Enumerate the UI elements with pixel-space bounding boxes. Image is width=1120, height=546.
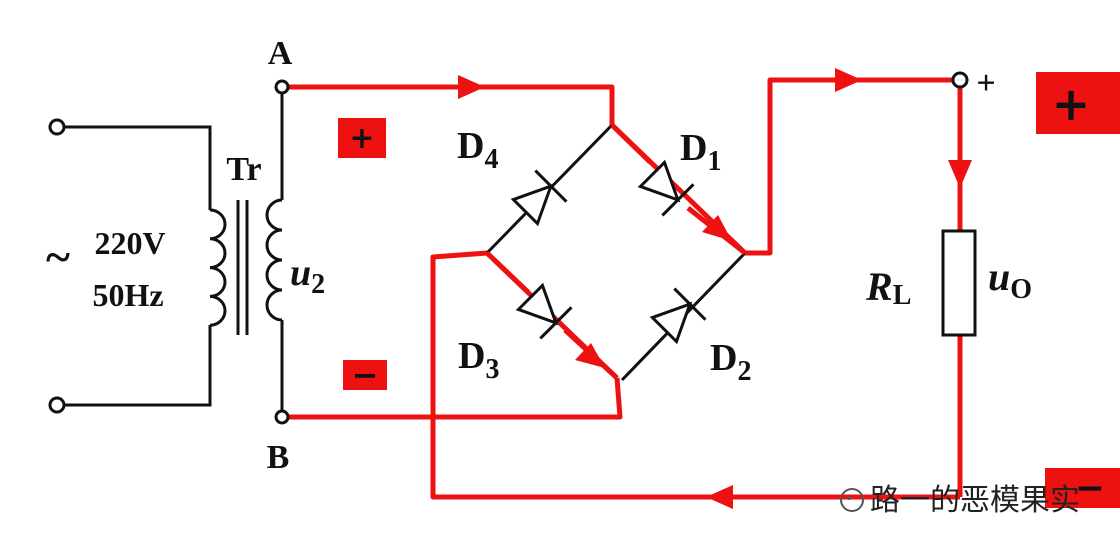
- watermark-icon-dot: [847, 496, 851, 500]
- output-voltage-main: u: [988, 254, 1010, 299]
- primary-coil: [209, 208, 227, 327]
- diode-d4: [510, 169, 568, 227]
- d3-sub: 3: [485, 354, 499, 385]
- node-a-dot: [274, 79, 290, 95]
- path-to-b: [282, 377, 623, 420]
- d4-sub: 4: [484, 144, 498, 175]
- watermark-text: 路一的恶模果实: [870, 483, 1080, 518]
- d4-main: D: [457, 125, 484, 167]
- right-minus-sign: −: [1075, 468, 1105, 509]
- diode-d1: [637, 159, 695, 217]
- d3-main: D: [458, 335, 485, 377]
- d3-label: D3: [458, 335, 499, 385]
- right-plus-sign: +: [1052, 77, 1091, 131]
- input-circuit: [48, 118, 227, 414]
- current-path-overlay: [485, 123, 747, 380]
- arrow-load-down: [948, 160, 972, 188]
- load-label: RL: [865, 264, 911, 311]
- node-b-dot: [274, 409, 290, 425]
- arrow-top-wire: [458, 75, 485, 99]
- arrow-return: [706, 485, 733, 509]
- primary-wire-bottom: [64, 325, 212, 407]
- secondary-voltage-main: u: [290, 252, 311, 294]
- path-to-load: [745, 77, 960, 256]
- d2-sub: 2: [737, 356, 751, 387]
- transformer-label: Tr: [226, 151, 261, 188]
- output-terminal: [951, 71, 969, 89]
- input-voltage-label: 220V: [94, 225, 165, 261]
- input-terminal-top: [48, 118, 66, 136]
- plus-sign: +: [349, 121, 374, 156]
- input-tilde: ~: [46, 231, 70, 282]
- output-voltage-label: uO: [988, 254, 1032, 305]
- secondary-voltage-label: u2: [290, 252, 325, 300]
- load-resistor: [941, 229, 977, 337]
- d1-label: D1: [680, 127, 721, 177]
- transformer-core: [236, 200, 249, 335]
- right-plus-sign-box: [1036, 72, 1120, 134]
- node-a-label: A: [268, 35, 293, 72]
- diode-d2: [649, 287, 707, 345]
- load-main: R: [865, 264, 893, 309]
- secondary-circuit: [265, 87, 284, 417]
- secondary-coil: [265, 198, 283, 322]
- secondary-voltage-sub: 2: [311, 269, 325, 300]
- node-b-label: B: [267, 439, 290, 476]
- load-sub: L: [893, 280, 912, 311]
- input-frequency-label: 50Hz: [92, 277, 163, 313]
- path-a-to-top: [282, 84, 615, 125]
- minus-sign-box: [343, 360, 387, 390]
- d2-label: D2: [710, 337, 751, 387]
- watermark-icon: [840, 488, 864, 512]
- d2-main: D: [710, 337, 737, 379]
- d1-sub: 1: [707, 146, 721, 177]
- output-voltage-sub: O: [1010, 274, 1032, 305]
- minus-sign: −: [352, 356, 379, 394]
- d1-main: D: [680, 127, 707, 169]
- plus-sign-box: [338, 118, 386, 158]
- d4-label: D4: [457, 125, 498, 175]
- primary-wire-top: [64, 125, 212, 210]
- input-terminal-bottom: [48, 396, 66, 414]
- output-plus-label: +: [976, 65, 995, 102]
- path-return: [430, 250, 960, 500]
- diode-d3: [515, 282, 573, 340]
- watermark: 路一的恶模果实: [840, 483, 1080, 518]
- right-minus-sign-box: [1045, 468, 1120, 508]
- arrow-output-wire: [835, 68, 862, 92]
